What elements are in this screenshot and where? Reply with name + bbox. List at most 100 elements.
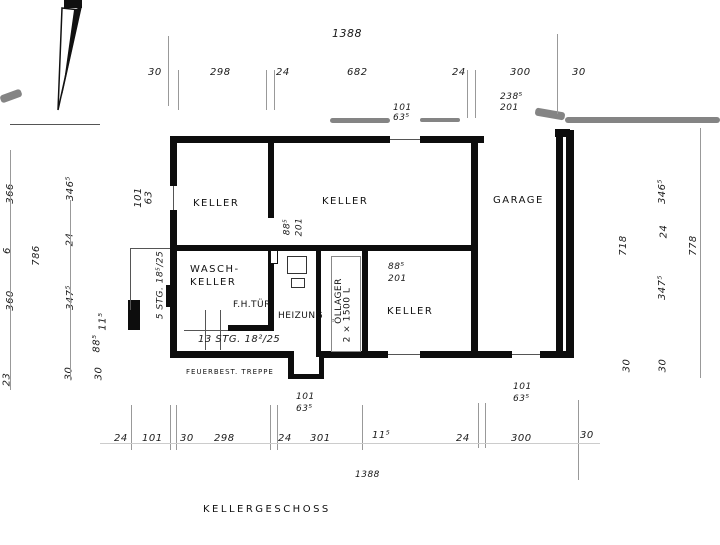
wall-bottom (420, 351, 512, 358)
wall-left-stub (128, 300, 140, 330)
dim-window-top-b: 63⁵ (393, 113, 410, 123)
dim-bottom-7: 11⁵ (372, 430, 391, 441)
dim-right-end-b: 30 (657, 358, 669, 373)
wall-garage-right (556, 130, 563, 357)
window-bottom (512, 354, 540, 355)
dim-total-bottom: 1388 (355, 470, 380, 480)
stair-tread (220, 310, 221, 350)
north-arrow-icon (56, 0, 86, 112)
dim-tick (277, 405, 278, 450)
wall-mid (177, 245, 473, 251)
dim-total-top: 1388 (332, 27, 362, 40)
wall-stair-landing (288, 374, 324, 379)
dim-bottom-5: 24 (278, 433, 292, 444)
stair-tread (205, 310, 206, 350)
dim-line (100, 443, 600, 444)
scan-smudge (565, 117, 720, 123)
dim-window-bottom-right-b: 63⁵ (513, 394, 530, 404)
dim-bottom-1: 24 (114, 433, 128, 444)
room-keller-3: KELLER (387, 306, 434, 317)
dim-window-bottom-right-a: 101 (513, 382, 532, 392)
window-bottom (388, 354, 420, 355)
dim-tick (176, 405, 177, 450)
wall-top (420, 136, 484, 143)
dim-line (10, 150, 11, 390)
wall-stair-landing (288, 351, 294, 379)
wall-left (170, 210, 177, 358)
stair-outline (184, 330, 228, 331)
dim-bottom-3: 30 (180, 433, 194, 444)
dim-top-3: 24 (276, 67, 290, 78)
dim-left-stair-c: 30 (93, 366, 105, 381)
dim-tick (485, 403, 486, 448)
room-keller-2: KELLER (322, 196, 369, 207)
wall-stair-landing (319, 351, 324, 379)
oil-tank-outline (331, 256, 361, 352)
wall-stair (228, 325, 274, 331)
room-heizung: HEIZUNG (278, 311, 324, 321)
dim-line (700, 128, 701, 378)
dim-tick (578, 400, 579, 480)
stair-outline (130, 248, 131, 310)
dim-right-total-outer: 778 (687, 235, 699, 256)
dim-garage-opening-b: 201 (500, 103, 519, 113)
dim-left-window-a: 101 (132, 187, 144, 208)
stairs-main-label: 13 STG. 18²/25 (198, 334, 281, 345)
dim-top-2: 298 (210, 67, 231, 78)
scan-smudge (330, 118, 390, 123)
dim-tick (131, 405, 132, 450)
reference-line (10, 124, 100, 125)
wall-partition (268, 143, 274, 218)
dim-left-inner-end: 30 (63, 366, 75, 381)
chimney-icon (270, 250, 278, 264)
scan-smudge (0, 88, 23, 104)
dim-bottom-6: 301 (310, 433, 331, 444)
dim-window-top-a: 101 (393, 103, 412, 113)
dim-tick (266, 70, 267, 110)
dim-line (70, 200, 71, 380)
dim-top-5: 24 (452, 67, 466, 78)
wall-garage-right (566, 130, 574, 358)
door-1-dim-b: 201 (294, 217, 305, 237)
room-waschkeller-line2: KELLER (190, 277, 237, 288)
door-2-dim-a: 88⁵ (388, 262, 405, 272)
dim-bottom-8: 24 (456, 433, 470, 444)
dim-left-outer-mid: 6 (1, 247, 13, 254)
door-1-dim-a: 88⁵ (282, 218, 293, 236)
room-keller-1: KELLER (193, 198, 240, 209)
room-waschkeller-line1: WASCH- (190, 264, 240, 275)
dim-tick (168, 36, 169, 106)
stairs-side-label: 5 STG. 18⁵/25 (155, 250, 166, 320)
dim-tick (270, 405, 271, 450)
drawing-title: KELLERGESCHOSS (203, 504, 331, 515)
scan-smudge (420, 118, 460, 122)
dim-left-total: 786 (30, 245, 42, 266)
boiler-icon (287, 256, 307, 274)
dim-garage-opening-a: 238⁵ (500, 92, 523, 102)
dim-bottom-9: 300 (511, 433, 532, 444)
dim-bottom-10: 30 (580, 430, 594, 441)
dim-right-mid: 24 (658, 224, 670, 239)
room-garage: GARAGE (493, 195, 544, 206)
room-oellager-capacity: 2 × 1500 L (342, 287, 353, 343)
dim-top-4: 682 (347, 67, 368, 78)
dim-right-upper: 346⁵ (657, 178, 669, 205)
wall-bottom (320, 351, 388, 358)
dim-left-inner-top: 346⁵ (65, 175, 77, 202)
dim-right-lower: 347⁵ (657, 274, 669, 301)
window-top (390, 139, 420, 140)
dim-tick (478, 403, 479, 448)
dim-bottom-2: 101 (142, 433, 163, 444)
wall-partition (362, 251, 368, 357)
dim-top-1: 30 (148, 67, 162, 78)
scan-smudge (534, 107, 566, 121)
dim-right-total-inner: 718 (617, 235, 629, 256)
wall-partition (316, 251, 321, 357)
stair-outline (130, 248, 170, 249)
wall-left (170, 136, 177, 186)
wall-bottom (540, 351, 574, 358)
dim-tick (467, 70, 468, 118)
boiler-base-icon (291, 278, 305, 288)
dim-top-6: 300 (510, 67, 531, 78)
wall-mid-left (170, 245, 184, 251)
